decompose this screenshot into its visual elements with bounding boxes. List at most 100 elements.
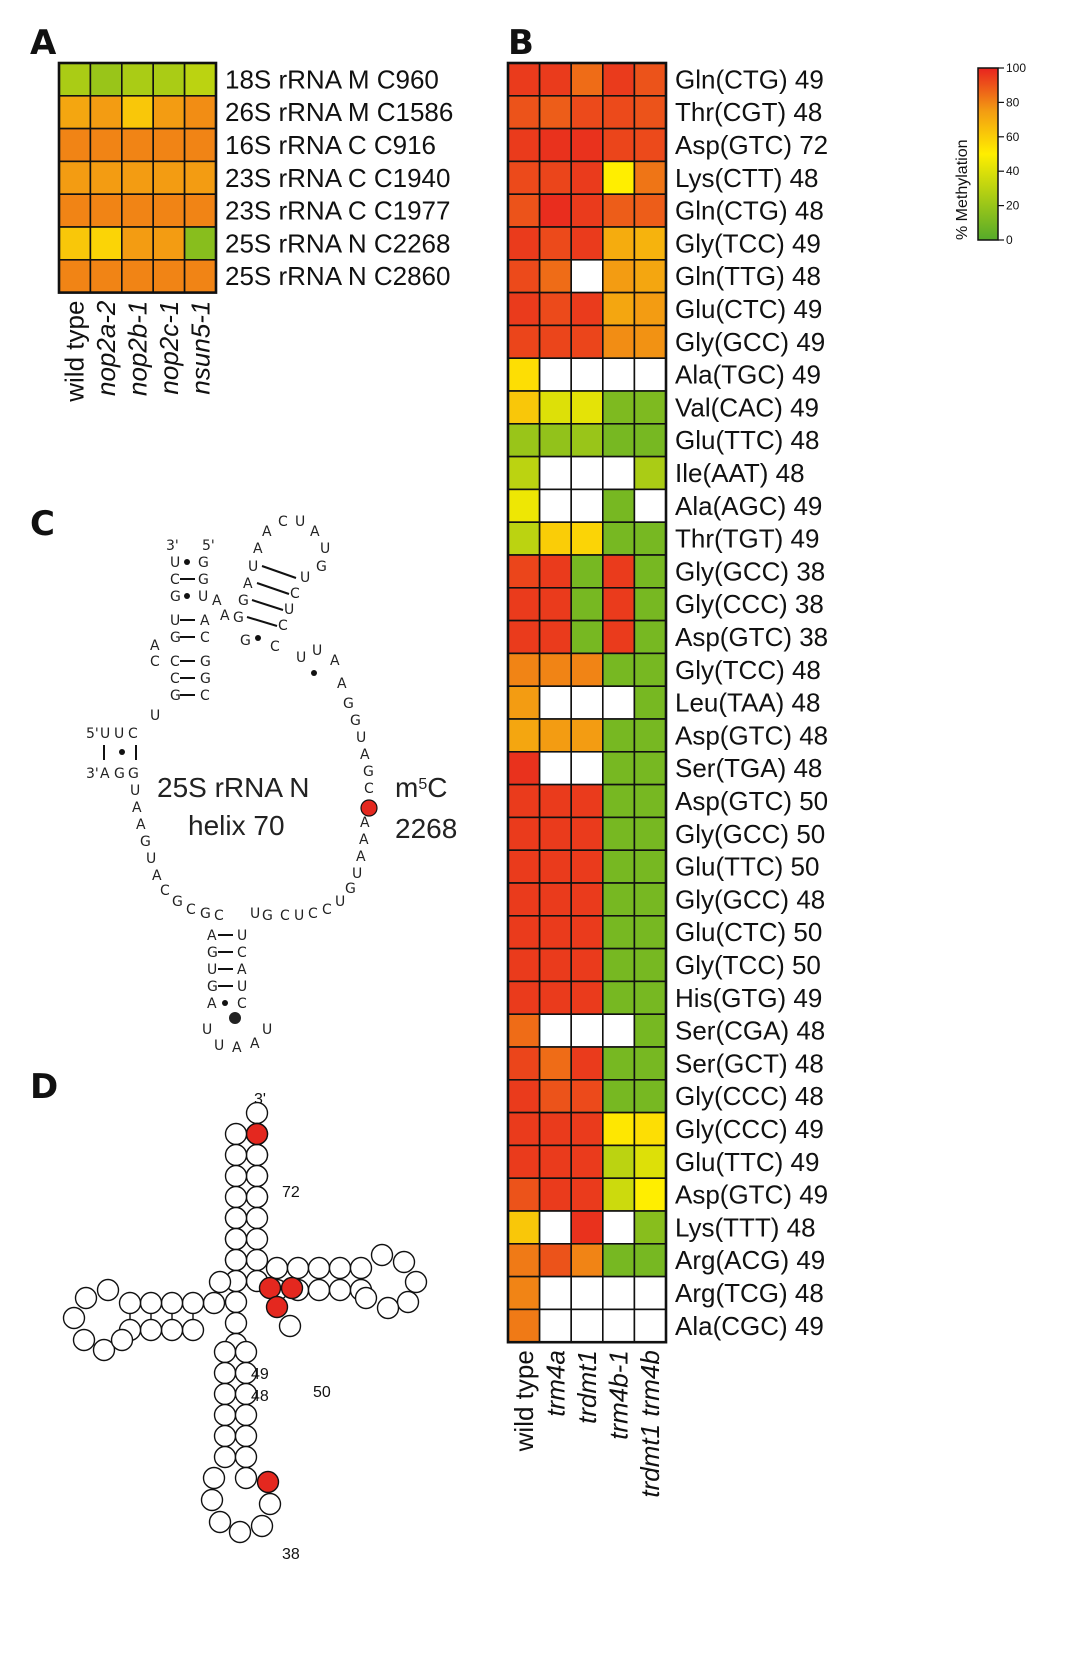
nucleotide (258, 1492, 282, 1516)
site-label-38: 38 (282, 1546, 300, 1563)
nucleotide (92, 1338, 116, 1362)
svg-text:A: A (237, 962, 247, 978)
svg-text:G: G (240, 633, 251, 649)
heatmap-cell (570, 455, 604, 491)
heatmap-cell (570, 554, 604, 589)
svg-text:U: U (100, 726, 110, 742)
svg-text:C: C (290, 586, 300, 602)
heatmap-cell (58, 258, 92, 294)
column-label-trm4b-1: trm4b-1 (604, 1350, 634, 1440)
svg-text:U: U (198, 589, 208, 605)
heatmap-cell (507, 488, 541, 523)
svg-text:U: U (114, 726, 124, 742)
heatmap-cell (633, 258, 667, 294)
heatmap-cell (121, 258, 155, 294)
heatmap-cell (570, 1177, 604, 1212)
heatmap-cell (601, 750, 636, 786)
nucleotide (245, 1164, 269, 1188)
heatmap-cell (121, 160, 155, 195)
nucleotide (96, 1278, 120, 1302)
svg-text:G: G (238, 593, 249, 609)
heatmap-cell (58, 193, 92, 228)
heatmap-cell (152, 258, 186, 294)
svg-text:U: U (356, 730, 366, 746)
site-label-72: 72 (282, 1184, 300, 1201)
svg-text:A: A (356, 849, 366, 865)
row-label-gly-ccc-49: Gly(CCC) 49 (675, 1114, 824, 1144)
heatmap-cell (538, 554, 572, 589)
nucleotide (213, 1382, 237, 1406)
heatmap-cell (507, 160, 541, 195)
heatmap-cell (601, 357, 636, 392)
nucleotide (354, 1286, 378, 1310)
heatmap-cell (601, 882, 636, 917)
svg-text:A: A (152, 868, 162, 884)
heatmap-cell (601, 1079, 636, 1114)
heatmap-cell (507, 554, 541, 589)
svg-text:C: C (200, 688, 210, 704)
heatmap-cell (538, 750, 572, 786)
heatmap-cell (538, 390, 572, 425)
heatmap-cell (633, 1243, 667, 1278)
svg-text:A: A (132, 800, 142, 816)
heatmap-cell (538, 1275, 572, 1311)
heatmap-cell (601, 783, 636, 819)
svg-text:U: U (296, 650, 306, 666)
heatmap-cell (507, 521, 541, 556)
svg-text:C: C (364, 781, 374, 797)
heatmap-cell (601, 816, 636, 852)
modified-nucleotide (258, 1276, 282, 1300)
column-label-trm4a: trm4a (540, 1350, 570, 1416)
nucleotide (202, 1466, 226, 1490)
row-label-gly-gcc-49: Gly(GCC) 49 (675, 327, 825, 357)
nucleotide (160, 1318, 184, 1342)
nucleotide (224, 1290, 248, 1314)
mod-label: m5C (395, 772, 447, 803)
svg-text:5': 5' (202, 538, 215, 554)
heatmap-cell (507, 1013, 541, 1048)
svg-text:3': 3' (86, 766, 99, 782)
svg-text:U: U (170, 555, 180, 571)
svg-text:C: C (308, 906, 318, 922)
heatmap-cell (507, 390, 541, 425)
svg-text:A: A (253, 541, 263, 557)
row-label-gln-ctg-49: Gln(CTG) 49 (675, 64, 824, 94)
legend-title: % Methylation (954, 140, 971, 241)
heatmap-cell (601, 554, 636, 589)
heatmap-cell (89, 258, 123, 294)
heatmap-cell (570, 1079, 604, 1114)
heatmap-cell (601, 718, 636, 753)
heatmap-cell (633, 127, 667, 163)
heatmap-frame (506, 61, 668, 1344)
heatmap-cell (538, 455, 572, 491)
heatmap-cell (507, 62, 541, 97)
row-label-his-gtg-49: His(GTG) 49 (675, 983, 822, 1013)
heatmap-cell (507, 127, 541, 163)
heatmap-cell (58, 226, 92, 261)
svg-text:U: U (207, 962, 217, 978)
heatmap-cell (538, 914, 572, 950)
heatmap-cell (570, 62, 604, 97)
heatmap-cell (507, 914, 541, 950)
row-label-gly-gcc-50: Gly(GCC) 50 (675, 819, 825, 849)
nucleotide (224, 1164, 248, 1188)
nucleotide (181, 1318, 205, 1342)
svg-text:A: A (207, 996, 217, 1012)
panel-label-a: A (30, 23, 57, 63)
svg-text:G: G (128, 766, 139, 782)
nucleotide (118, 1291, 142, 1315)
heatmap-cell (507, 849, 541, 884)
row-label-gly-ccc-48: Gly(CCC) 48 (675, 1081, 824, 1111)
heatmap-cell (570, 1144, 604, 1180)
heatmap-cell (121, 62, 155, 97)
heatmap-cell (538, 291, 572, 327)
svg-text:C: C (150, 654, 160, 670)
row-label-thr-cgt-48: Thr(CGT) 48 (675, 97, 822, 127)
heatmap-cell (601, 1177, 636, 1212)
svg-text:A: A (360, 815, 370, 831)
svg-text:G: G (200, 654, 211, 670)
svg-text:U: U (150, 708, 160, 724)
heatmap-cell (538, 258, 572, 294)
heatmap-cell (570, 586, 604, 622)
heatmap-cell (507, 816, 541, 852)
